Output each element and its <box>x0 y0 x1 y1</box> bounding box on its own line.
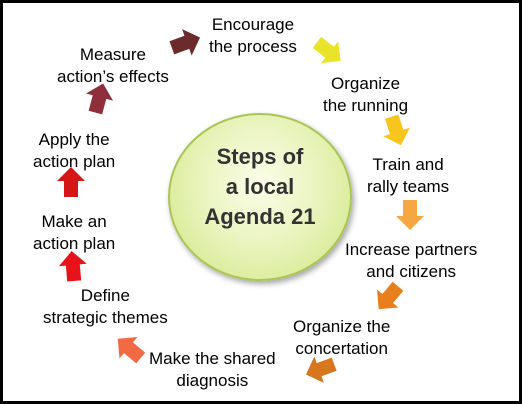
step-label-line: and citizens <box>366 262 457 281</box>
arrow-diagnosis-to-define-themes <box>117 336 146 364</box>
center-title-line: a local <box>225 174 295 199</box>
center-circle <box>168 113 352 281</box>
arrow-measure-to-encourage <box>169 29 201 56</box>
arrow-make-plan-to-apply-plan <box>57 167 85 197</box>
step-label-line: Increase partners <box>345 240 478 259</box>
step-make-an-action-plan: Make an action plan <box>33 211 115 255</box>
step-label-line: Apply the <box>38 130 110 149</box>
step-label-line: Organize <box>331 74 401 93</box>
step-label-line: Make an <box>41 212 107 231</box>
step-label-line: Organize the <box>293 317 391 336</box>
step-label-line: concertation <box>295 339 388 358</box>
step-label-line: the running <box>323 96 409 115</box>
step-label-line: strategic themes <box>43 308 168 327</box>
arrow-encourage-to-organize-running <box>312 36 341 64</box>
center-title-line: Agenda 21 <box>204 204 316 229</box>
cycle-arrows <box>57 29 424 383</box>
arrow-apply-plan-to-measure <box>85 83 114 115</box>
step-organize-the-concertation: Organize the concertation <box>293 316 390 360</box>
arrow-organize-running-to-train <box>383 114 410 146</box>
step-define-strategic-themes: Define strategic themes <box>43 285 168 329</box>
step-label-line: action plan <box>33 234 116 253</box>
step-label-line: rally teams <box>367 177 450 196</box>
step-label-line: Define <box>80 286 130 305</box>
step-label-line: the process <box>209 37 297 56</box>
arrow-concertation-to-diagnosis <box>305 356 337 383</box>
step-label-line: action plan <box>33 152 116 171</box>
step-apply-the-action-plan: Apply the action plan <box>33 129 115 173</box>
step-label-line: diagnosis <box>176 371 249 390</box>
arrow-train-to-increase-partners <box>396 200 424 230</box>
arrow-define-themes-to-make-plan <box>58 251 87 282</box>
arrow-increase-partners-to-concertation <box>376 281 404 310</box>
step-make-the-shared-diagnosis: Make the shared diagnosis <box>149 348 276 392</box>
step-label-line: action’s effects <box>57 67 169 86</box>
step-encourage-the-process: Encourage the process <box>209 14 297 58</box>
step-label-line: Measure <box>79 45 146 64</box>
step-label-line: Make the shared <box>149 349 276 368</box>
step-label-line: Encourage <box>211 15 295 34</box>
center-title: Steps of a local Agenda 21 <box>168 142 352 232</box>
step-label-line: Train and <box>372 155 444 174</box>
step-train-and-rally-teams: Train and rally teams <box>367 154 449 198</box>
step-organize-the-running: Organize the running <box>323 73 408 117</box>
step-increase-partners-and-citizens: Increase partners and citizens <box>345 239 477 283</box>
step-measure-actions-effects: Measure action’s effects <box>57 44 169 88</box>
center-title-line: Steps of <box>216 144 304 169</box>
